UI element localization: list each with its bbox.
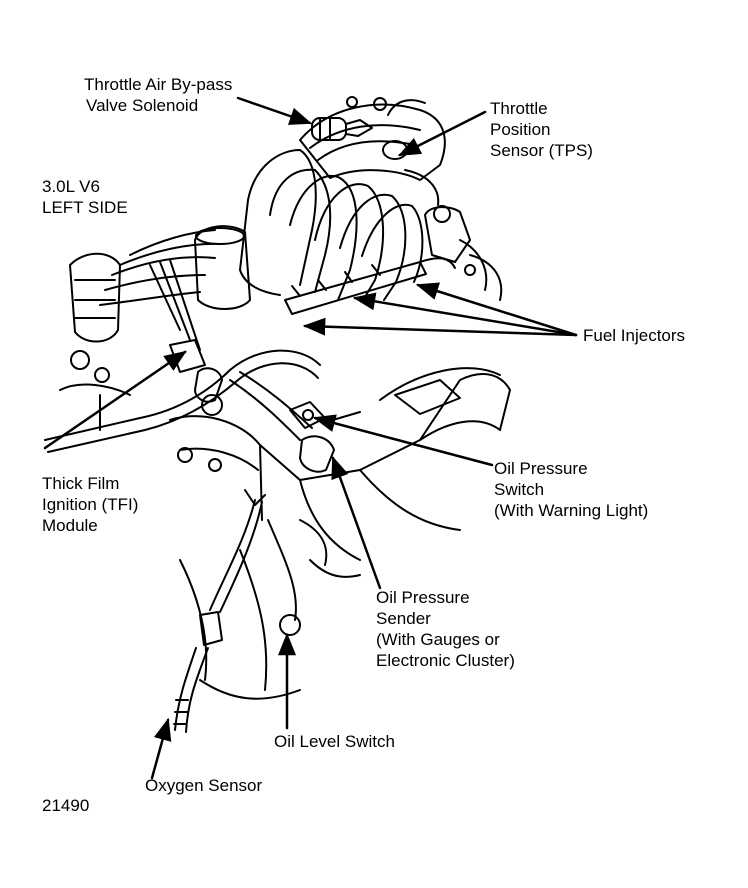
wiring-harness — [44, 349, 321, 453]
intake-runners — [239, 149, 424, 303]
label-throttle-air-bypass: Throttle Air By-pass Valve Solenoid — [84, 75, 233, 115]
arrow-oil-pressure-switch — [312, 414, 494, 467]
arrow-injector-1 — [302, 317, 578, 337]
arrow-bypass — [236, 96, 313, 125]
coil-pack — [59, 252, 131, 431]
leader-lines — [43, 96, 578, 780]
arrow-oxygen — [150, 717, 172, 780]
figure-number: 21490 — [42, 796, 90, 815]
tfi-module-drawing — [169, 339, 223, 416]
label-oil-pressure-sender: Oil Pressure Sender (With Gauges or Elec… — [376, 588, 515, 670]
bypass-solenoid — [311, 96, 387, 141]
arrow-oil-pressure-sender — [331, 455, 382, 590]
engine-block — [169, 367, 511, 700]
fuel-rail — [284, 257, 456, 315]
label-oil-pressure-switch: Oil Pressure Switch (With Warning Light) — [494, 459, 649, 520]
label-oxygen-sensor: Oxygen Sensor — [145, 776, 263, 795]
engine-label: 3.0L V6 LEFT SIDE — [42, 177, 128, 217]
label-tfi-module: Thick Film Ignition (TFI) Module — [42, 474, 139, 535]
arrow-tfi — [43, 350, 187, 450]
distributor — [99, 225, 251, 351]
arrow-injector-3 — [415, 282, 578, 337]
arrow-injector-2 — [352, 292, 578, 337]
label-oil-level-switch: Oil Level Switch — [274, 732, 395, 751]
egr-assembly — [424, 205, 503, 301]
label-tps: Throttle Position Sensor (TPS) — [490, 99, 593, 160]
oil-pressure-parts — [289, 401, 361, 473]
label-fuel-injectors: Fuel Injectors — [583, 326, 686, 345]
arrow-tps — [397, 110, 487, 157]
